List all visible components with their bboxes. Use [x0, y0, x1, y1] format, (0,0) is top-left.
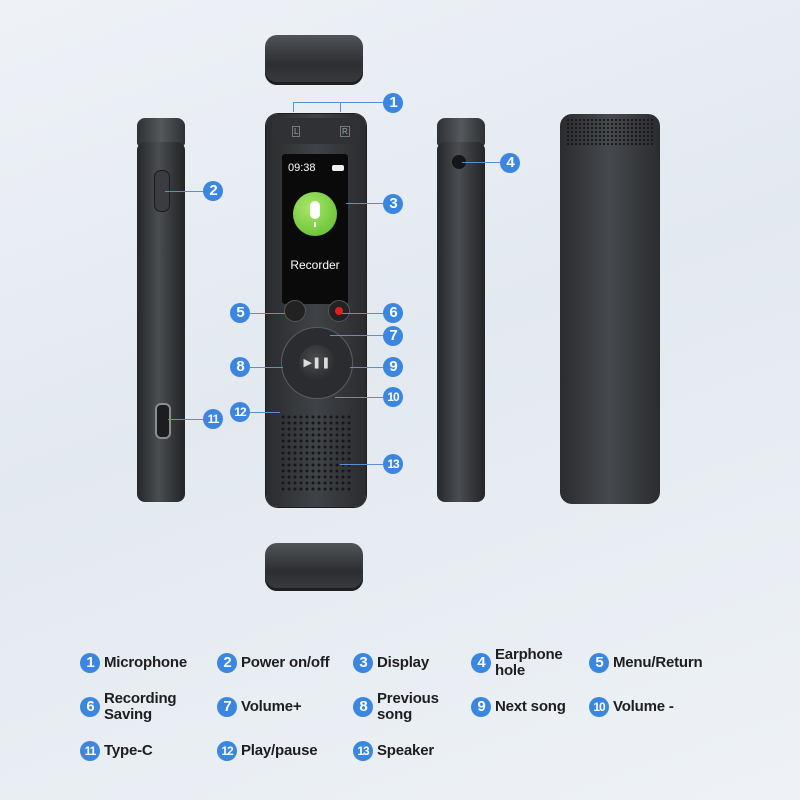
play-pause-button[interactable]: ▶❚❚ [299, 345, 335, 381]
earphone-jack [452, 155, 466, 169]
callout-1: 1 [383, 93, 403, 113]
callout-2: 2 [203, 181, 223, 201]
mic-label-right: R [340, 126, 350, 137]
callout-7: 7 [383, 326, 403, 346]
mic-label-left: L [292, 126, 301, 137]
menu-return-button[interactable] [284, 300, 306, 322]
mic-grille: L R [272, 118, 360, 144]
callout-13: 13 [383, 454, 403, 474]
callout-12: 12 [230, 402, 250, 422]
top-end-view [265, 35, 363, 85]
callout-5: 5 [230, 303, 250, 323]
clock: 09:38 [288, 162, 316, 174]
front-view: L R 09:38 Recorder ▶❚❚ [266, 114, 366, 507]
record-dot-icon [335, 307, 343, 315]
type-c-port [155, 403, 171, 439]
callout-8: 8 [230, 357, 250, 377]
callout-4: 4 [500, 153, 520, 173]
callout-3: 3 [383, 194, 403, 214]
navigation-ring[interactable]: ▶❚❚ [281, 327, 353, 399]
app-label: Recorder [290, 258, 340, 272]
callout-9: 9 [383, 357, 403, 377]
bottom-end-view [265, 543, 363, 591]
speaker-grille [280, 414, 352, 492]
callout-6: 6 [383, 303, 403, 323]
display: 09:38 Recorder [282, 154, 348, 304]
back-view [560, 114, 660, 504]
callout-10: 10 [383, 387, 403, 407]
battery-icon [332, 165, 344, 171]
callout-11: 11 [203, 409, 223, 429]
record-save-button[interactable] [328, 300, 350, 322]
microphone-icon [293, 192, 337, 236]
